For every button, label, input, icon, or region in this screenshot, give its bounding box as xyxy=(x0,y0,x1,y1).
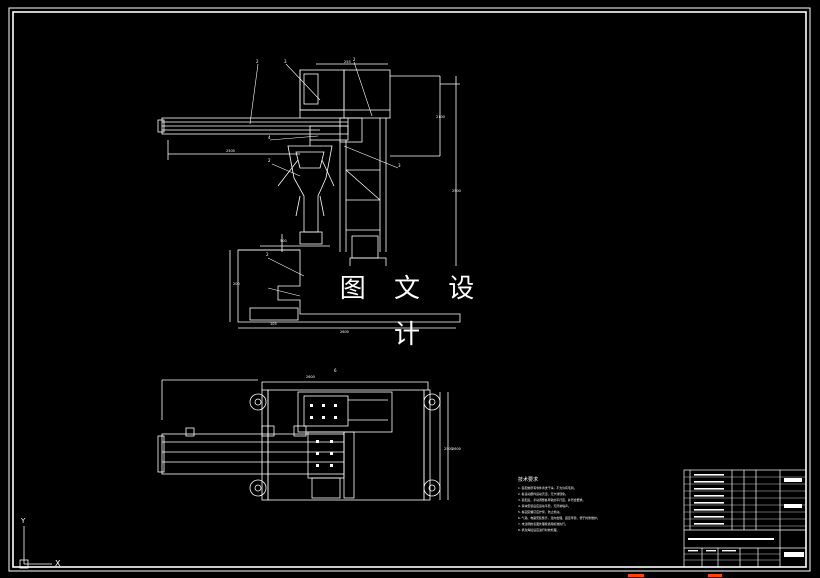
dim-top-width: 255 xyxy=(344,60,351,64)
accent-mark xyxy=(708,574,722,577)
dim-right-height-a: 2100 xyxy=(436,115,445,119)
accent-mark xyxy=(628,574,644,577)
dim-plan-h2: 2600 xyxy=(452,447,461,451)
tech-note-line: 7. 未注明的表面处理按通用标准执行。 xyxy=(518,521,568,526)
tech-notes-title: 技术要求 xyxy=(518,476,538,483)
tech-note-line: 8. 机架焊接后应进行时效处理。 xyxy=(518,527,559,532)
ucs-y-label: Y xyxy=(20,517,26,525)
dim-base-h: 200 xyxy=(233,282,240,286)
dim-arm-length: 2500 xyxy=(226,149,235,153)
tech-note-line: 1. 装配前所有零件清洗干净，不允许有毛刺。 xyxy=(518,485,577,490)
dim-plan-width: 2600 xyxy=(306,375,315,379)
part-label: 3 xyxy=(398,163,401,168)
leader-lines xyxy=(249,61,399,297)
title-block xyxy=(683,469,807,568)
tech-note-line: 2. 各运动部件运动灵活，无卡滞现象。 xyxy=(518,491,568,496)
tech-note-line: 4. 滑块安装后应运动平稳，无异常噪声。 xyxy=(518,503,571,508)
tech-note-line: 3. 装配后，手动调整各导轨的平行度，并符合要求。 xyxy=(518,497,585,502)
title-block-text-marks xyxy=(688,474,804,557)
plan-view xyxy=(157,379,449,501)
part-label: 2 xyxy=(353,57,356,62)
part-label: 2 xyxy=(266,252,269,257)
sheet-frame xyxy=(8,7,811,572)
technical-notes: 技术要求 1. 装配前所有零件清洗干净，不允许有毛刺。 2. 各运动部件运动灵活… xyxy=(518,476,600,532)
tech-note-line: 5. 各固定螺钉应拧紧，防止松动。 xyxy=(518,509,562,514)
part-label: 2 xyxy=(256,59,259,64)
part-label: 6 xyxy=(334,368,337,373)
bolt-markers xyxy=(310,404,337,467)
part-label: 4 xyxy=(268,135,271,140)
dim-col: 500 xyxy=(280,239,287,243)
title-block-rows xyxy=(684,476,806,561)
watermark: 图 文 设 计 xyxy=(318,266,506,350)
dim-right-height-b: 2500 xyxy=(452,189,461,193)
tech-note-line: 6. 气路、电路安装整齐，走向合理，固定牢靠，便于检修维护。 xyxy=(518,515,600,520)
ucs-x-label: X xyxy=(55,559,61,568)
ucs-icon xyxy=(19,526,52,569)
dim-base-left: 105 xyxy=(270,322,277,326)
part-label: 2 xyxy=(268,158,271,163)
dim-base-total: 2600 xyxy=(340,330,349,334)
part-label: 3 xyxy=(284,59,287,64)
dim-plan-h1: 2500 xyxy=(444,447,453,451)
